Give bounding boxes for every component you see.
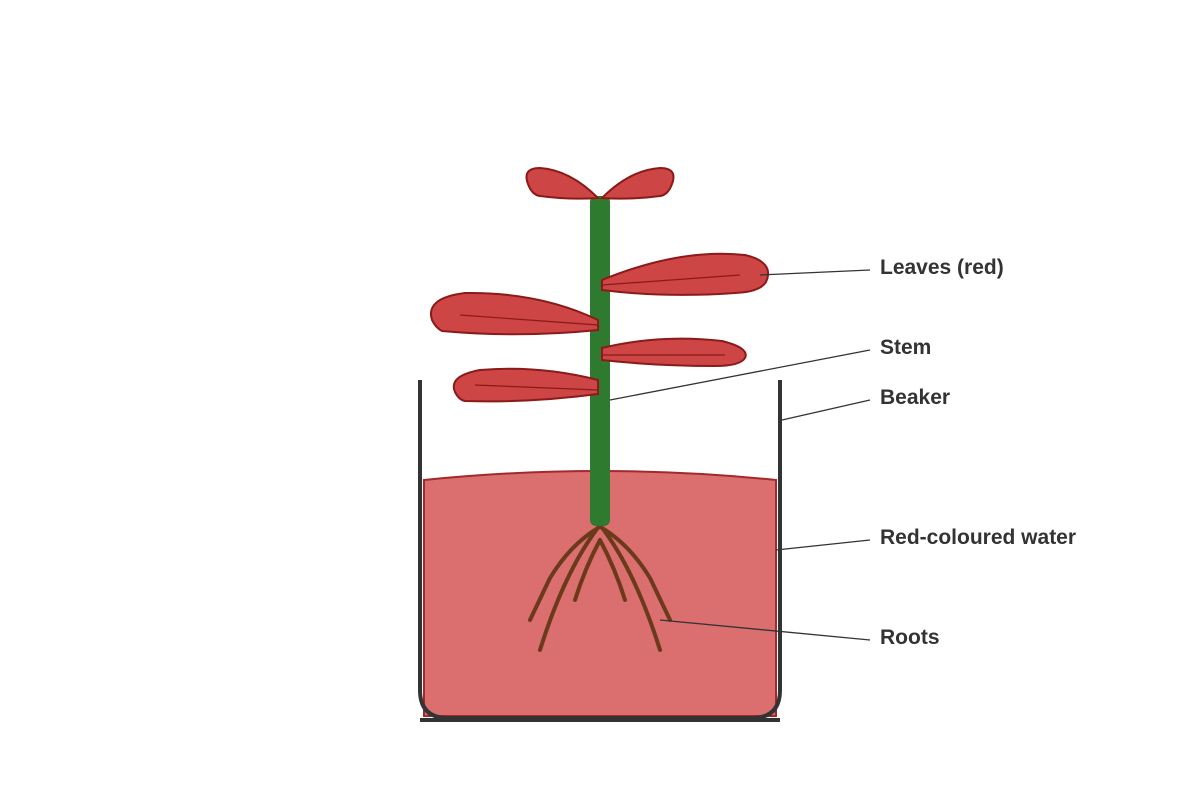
leader-line-leaves — [759, 269, 871, 276]
leaf-right-middle — [601, 337, 747, 368]
label-red-coloured-water: Red-coloured water — [880, 526, 1077, 549]
leaf-left-upper — [429, 291, 599, 336]
midrib-left-lower — [474, 384, 599, 391]
midrib-right-upper — [601, 274, 741, 286]
leader-line-beaker — [781, 399, 871, 421]
leaf-right-upper — [601, 252, 770, 296]
root-5 — [573, 538, 602, 602]
root-3 — [528, 526, 600, 622]
top-leaf-left — [525, 166, 601, 200]
leaf-left-lower — [452, 367, 599, 403]
leader-line-water — [775, 539, 871, 551]
top-leaf-right — [599, 166, 675, 200]
root-1 — [538, 523, 602, 652]
leader-lines — [609, 269, 871, 641]
leaf-midribs — [459, 274, 741, 391]
leader-line-stem — [609, 349, 871, 401]
root-2 — [598, 523, 662, 652]
root-4 — [600, 526, 672, 622]
leader-line-roots — [659, 619, 871, 641]
label-roots: Roots — [880, 626, 940, 649]
roots — [528, 523, 672, 652]
leaves — [429, 166, 770, 403]
red-water — [423, 470, 777, 717]
label-leaves: Leaves (red) — [880, 256, 1004, 279]
label-beaker: Beaker — [880, 386, 951, 409]
label-stem: Stem — [880, 336, 932, 359]
midrib-left-upper — [459, 314, 599, 326]
root-6 — [598, 538, 627, 602]
